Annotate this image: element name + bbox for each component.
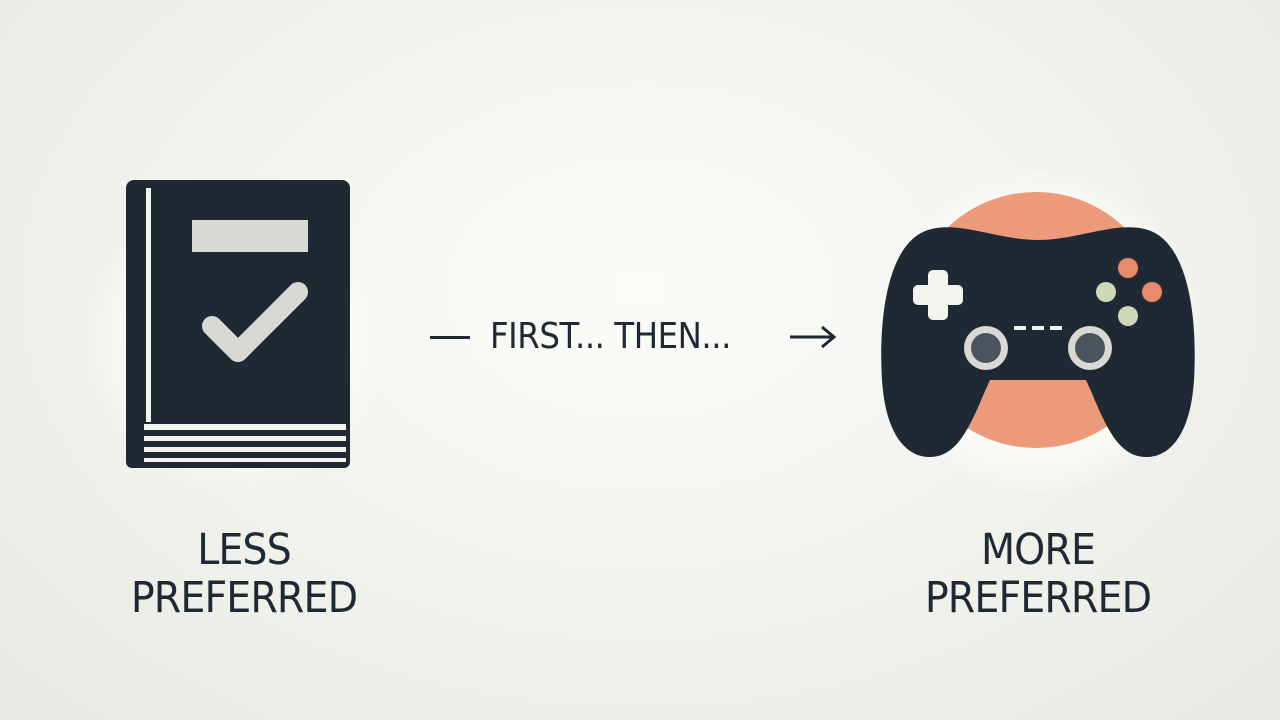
- caption-line: PREFERRED: [924, 573, 1152, 623]
- first-then-label: FIRST... THEN...: [490, 316, 731, 357]
- dash-icon: [430, 336, 470, 339]
- book-with-checkmark-icon: [126, 180, 350, 468]
- more-preferred-caption: MORE PREFERRED: [891, 526, 1185, 622]
- game-controller-icon: [881, 192, 1195, 458]
- arrow-right-icon: [790, 325, 837, 349]
- first-then-connector: FIRST... THEN...: [420, 312, 860, 362]
- caption-line: LESS: [197, 525, 292, 575]
- caption-line: PREFERRED: [130, 573, 358, 623]
- caption-line: MORE: [980, 525, 1096, 575]
- less-preferred-caption: LESS PREFERRED: [97, 526, 391, 622]
